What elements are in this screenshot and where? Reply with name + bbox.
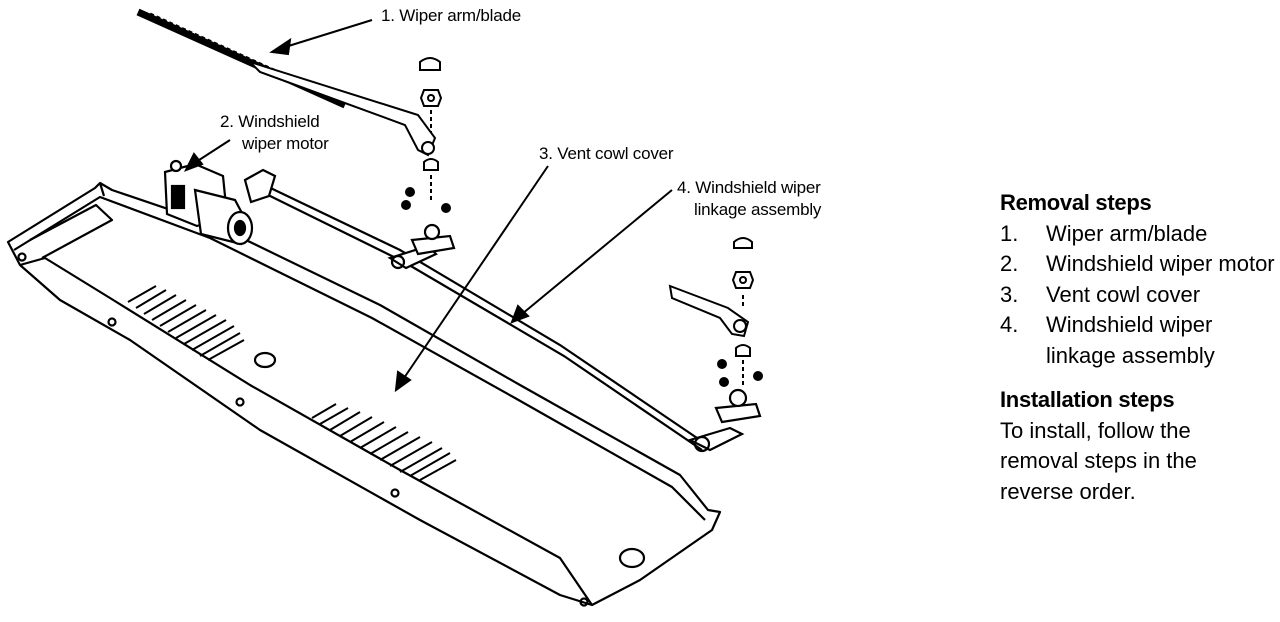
step-text: Vent cowl cover xyxy=(1046,281,1201,307)
callout-wiper-arm-blade: 1. Wiper arm/blade xyxy=(381,6,522,25)
removal-steps-heading: Removal steps xyxy=(1000,190,1152,215)
installation-section: Installation steps To install, follow th… xyxy=(1000,385,1275,507)
step-number: 3. xyxy=(1000,281,1019,307)
callout-wiper-motor-line1: 2. Windshield xyxy=(220,112,320,131)
callout-wiper-motor-line2: wiper motor xyxy=(242,134,329,153)
fastener-stack-right xyxy=(717,237,763,388)
step-text: Windshield wiper motor xyxy=(1046,251,1275,276)
removal-step: 4. Windshield wiper linkage assembly xyxy=(1000,310,1275,371)
step-text: Windshield wiper linkage assembly xyxy=(1046,312,1215,368)
removal-step: 2. Windshield wiper motor xyxy=(1000,249,1275,280)
step-text: Wiper arm/blade xyxy=(1046,220,1208,246)
callout-vent-cowl-cover: 3. Vent cowl cover xyxy=(539,144,674,163)
fastener-stack-left xyxy=(401,57,451,213)
removal-step: 1. Wiper arm/blade xyxy=(1000,219,1275,250)
installation-text: To install, follow the removal steps in … xyxy=(1000,417,1197,504)
instructions-panel: Removal steps 1. Wiper arm/blade 2. Wind… xyxy=(1000,188,1275,507)
wiper-motor-drawing xyxy=(163,159,254,246)
step-number: 4. xyxy=(1000,312,1019,337)
callout-linkage-line1: 4. Windshield wiper xyxy=(677,178,821,197)
cowl-louver-slots xyxy=(127,285,457,481)
installation-steps-heading: Installation steps xyxy=(1000,387,1175,412)
removal-step: 3. Vent cowl cover xyxy=(1000,280,1275,311)
wiper-linkage-drawing xyxy=(243,168,762,453)
wiper-arm-blade-drawing xyxy=(136,8,437,157)
step-number: 2. xyxy=(1000,251,1019,276)
callout-leaders xyxy=(183,19,673,393)
vent-cowl-cover-drawing xyxy=(6,181,722,607)
callout-linkage-line2: linkage assembly xyxy=(694,200,822,219)
step-number: 1. xyxy=(1000,220,1019,246)
passenger-arm-drawing xyxy=(668,284,750,338)
